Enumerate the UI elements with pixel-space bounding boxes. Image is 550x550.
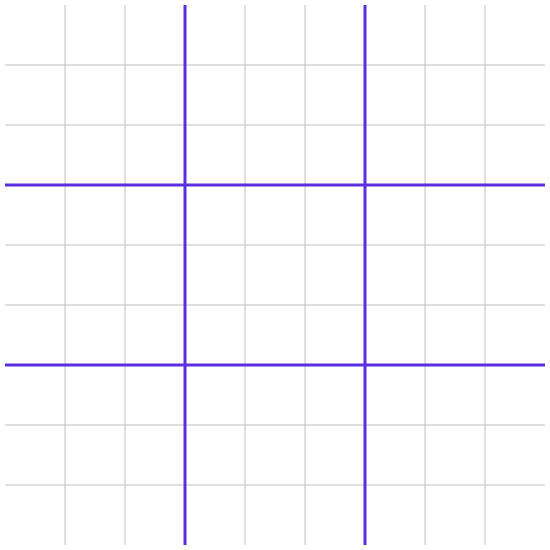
cell-r7-c9[interactable] <box>485 365 545 425</box>
cell-r4-c4[interactable] <box>185 185 245 245</box>
cell-r4-c5[interactable] <box>245 185 305 245</box>
cell-r5-c7[interactable] <box>365 245 425 305</box>
cell-r2-c9[interactable] <box>485 65 545 125</box>
cell-r5-c8[interactable] <box>425 245 485 305</box>
cell-r1-c2[interactable] <box>65 5 125 65</box>
cell-r9-c7[interactable] <box>365 485 425 545</box>
cell-r6-c3[interactable] <box>125 305 185 365</box>
cell-r5-c2[interactable] <box>65 245 125 305</box>
cell-r9-c1[interactable] <box>5 485 65 545</box>
cell-r1-c3[interactable] <box>125 5 185 65</box>
cell-r1-c5[interactable] <box>245 5 305 65</box>
cell-r2-c2[interactable] <box>65 65 125 125</box>
cell-r1-c9[interactable] <box>485 5 545 65</box>
cell-r3-c9[interactable] <box>485 125 545 185</box>
cell-r4-c8[interactable] <box>425 185 485 245</box>
cell-r2-c6[interactable] <box>305 65 365 125</box>
cell-r5-c5[interactable] <box>245 245 305 305</box>
cell-r7-c5[interactable] <box>245 365 305 425</box>
cell-r6-c7[interactable] <box>365 305 425 365</box>
cell-r9-c9[interactable] <box>485 485 545 545</box>
cell-r3-c3[interactable] <box>125 125 185 185</box>
cell-r3-c5[interactable] <box>245 125 305 185</box>
cell-r8-c4[interactable] <box>185 425 245 485</box>
cell-r6-c8[interactable] <box>425 305 485 365</box>
cell-r6-c9[interactable] <box>485 305 545 365</box>
cell-r2-c7[interactable] <box>365 65 425 125</box>
cell-r6-c5[interactable] <box>245 305 305 365</box>
cell-r8-c5[interactable] <box>245 425 305 485</box>
cell-r3-c2[interactable] <box>65 125 125 185</box>
cell-r8-c6[interactable] <box>305 425 365 485</box>
cell-r4-c6[interactable] <box>305 185 365 245</box>
cell-r7-c3[interactable] <box>125 365 185 425</box>
cell-r7-c1[interactable] <box>5 365 65 425</box>
cell-r8-c9[interactable] <box>485 425 545 485</box>
cell-r3-c7[interactable] <box>365 125 425 185</box>
cell-r4-c7[interactable] <box>365 185 425 245</box>
cell-r9-c6[interactable] <box>305 485 365 545</box>
cell-r1-c4[interactable] <box>185 5 245 65</box>
cell-r4-c3[interactable] <box>125 185 185 245</box>
cell-r8-c7[interactable] <box>365 425 425 485</box>
grid-lines <box>5 5 545 545</box>
cell-r1-c1[interactable] <box>5 5 65 65</box>
cell-r6-c2[interactable] <box>65 305 125 365</box>
cell-r1-c6[interactable] <box>305 5 365 65</box>
cell-r9-c4[interactable] <box>185 485 245 545</box>
cell-r5-c4[interactable] <box>185 245 245 305</box>
cell-r3-c6[interactable] <box>305 125 365 185</box>
cell-r2-c4[interactable] <box>185 65 245 125</box>
cell-r5-c9[interactable] <box>485 245 545 305</box>
cell-r7-c6[interactable] <box>305 365 365 425</box>
cell-r5-c6[interactable] <box>305 245 365 305</box>
cell-r3-c1[interactable] <box>5 125 65 185</box>
cell-r2-c5[interactable] <box>245 65 305 125</box>
cell-r5-c1[interactable] <box>5 245 65 305</box>
cell-r5-c3[interactable] <box>125 245 185 305</box>
cell-r9-c3[interactable] <box>125 485 185 545</box>
cell-r9-c2[interactable] <box>65 485 125 545</box>
cell-r7-c2[interactable] <box>65 365 125 425</box>
cell-r9-c8[interactable] <box>425 485 485 545</box>
cell-r8-c3[interactable] <box>125 425 185 485</box>
cell-r3-c8[interactable] <box>425 125 485 185</box>
cell-r2-c8[interactable] <box>425 65 485 125</box>
cell-r8-c8[interactable] <box>425 425 485 485</box>
cell-r8-c1[interactable] <box>5 425 65 485</box>
cell-r4-c1[interactable] <box>5 185 65 245</box>
cell-r4-c9[interactable] <box>485 185 545 245</box>
cell-r4-c2[interactable] <box>65 185 125 245</box>
cell-r3-c4[interactable] <box>185 125 245 185</box>
cell-r6-c6[interactable] <box>305 305 365 365</box>
cell-r8-c2[interactable] <box>65 425 125 485</box>
cell-r7-c8[interactable] <box>425 365 485 425</box>
cell-r1-c8[interactable] <box>425 5 485 65</box>
cell-r2-c1[interactable] <box>5 65 65 125</box>
cell-r7-c7[interactable] <box>365 365 425 425</box>
cell-r2-c3[interactable] <box>125 65 185 125</box>
cell-r6-c1[interactable] <box>5 305 65 365</box>
cell-r6-c4[interactable] <box>185 305 245 365</box>
cell-r1-c7[interactable] <box>365 5 425 65</box>
cell-r7-c4[interactable] <box>185 365 245 425</box>
cell-r9-c5[interactable] <box>245 485 305 545</box>
sudoku-board <box>5 5 545 545</box>
